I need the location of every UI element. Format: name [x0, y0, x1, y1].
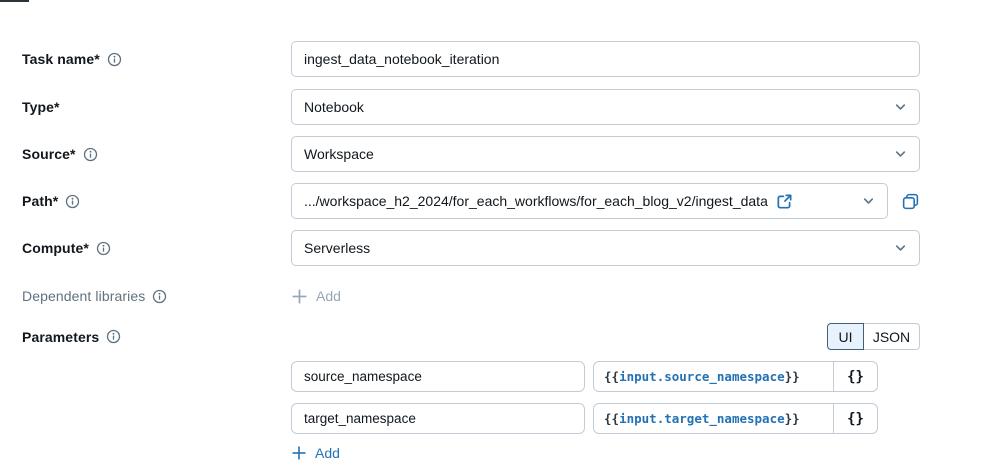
chevron-down-icon — [894, 101, 907, 114]
parameter-value-group: {{input.target_namespace}} {} — [593, 403, 878, 434]
compute-label: Compute* — [22, 240, 89, 256]
task-name-row: Task name* ingest_data_notebook_iteratio… — [0, 41, 999, 77]
parameter-row: source_namespace {{input.source_namespac… — [0, 361, 999, 392]
parameter-row: target_namespace {{input.target_namespac… — [0, 403, 999, 434]
parameters-view-toggle: UI JSON — [827, 323, 920, 350]
template-close-brace: }} — [784, 369, 800, 384]
chevron-down-icon — [894, 242, 907, 255]
add-parameter-label: Add — [315, 445, 340, 461]
parameters-label: Parameters — [22, 328, 100, 345]
insert-variable-button[interactable]: {} — [833, 362, 877, 391]
parameter-key-input[interactable]: target_namespace — [291, 403, 585, 434]
template-variable: input.source_namespace — [619, 369, 785, 384]
type-row: Type* Notebook — [0, 89, 999, 125]
type-label: Type* — [22, 99, 60, 115]
template-open-brace: {{ — [604, 411, 620, 426]
parameter-value-input[interactable]: {{input.source_namespace}} — [594, 362, 833, 391]
task-name-input[interactable]: ingest_data_notebook_iteration — [291, 41, 920, 77]
plus-icon — [291, 288, 308, 305]
parameter-key-input[interactable]: source_namespace — [291, 361, 585, 392]
type-select[interactable]: Notebook — [291, 89, 920, 125]
external-link-icon[interactable] — [776, 193, 793, 210]
add-parameter-button[interactable]: Add — [291, 445, 340, 461]
info-icon[interactable] — [107, 52, 122, 67]
path-select-value: .../workspace_h2_2024/for_each_workflows… — [304, 193, 768, 209]
info-icon[interactable] — [152, 289, 167, 304]
source-select-value: Workspace — [304, 146, 374, 162]
dependent-libraries-row: Dependent libraries Add — [0, 281, 999, 311]
compute-select[interactable]: Serverless — [291, 230, 920, 266]
path-label: Path* — [22, 193, 59, 209]
path-row: Path* .../workspace_h2_2024/for_each_wor… — [0, 183, 999, 219]
info-icon[interactable] — [106, 329, 121, 344]
type-select-value: Notebook — [304, 99, 364, 115]
chevron-down-icon — [862, 195, 875, 208]
path-select[interactable]: .../workspace_h2_2024/for_each_workflows… — [291, 183, 888, 219]
source-label: Source* — [22, 146, 76, 162]
info-icon[interactable] — [96, 241, 111, 256]
task-name-label: Task name* — [22, 51, 100, 67]
parameter-value-group: {{input.source_namespace}} {} — [593, 361, 878, 392]
info-icon[interactable] — [65, 194, 80, 209]
source-select[interactable]: Workspace — [291, 136, 920, 172]
template-close-brace: }} — [784, 411, 800, 426]
dependent-libraries-label: Dependent libraries — [22, 288, 146, 304]
chevron-down-icon — [894, 148, 907, 161]
insert-variable-button[interactable]: {} — [833, 404, 877, 433]
plus-icon — [291, 445, 307, 461]
parameters-header-row: Parameters UI JSON — [0, 323, 999, 350]
source-row: Source* Workspace — [0, 136, 999, 172]
top-edge-divider — [0, 0, 29, 2]
toggle-ui[interactable]: UI — [827, 323, 864, 350]
copy-icon[interactable] — [901, 192, 920, 211]
parameter-value-input[interactable]: {{input.target_namespace}} — [594, 404, 833, 433]
template-variable: input.target_namespace — [619, 411, 785, 426]
add-dependent-library-label: Add — [316, 288, 341, 304]
toggle-json[interactable]: JSON — [864, 323, 920, 350]
compute-row: Compute* Serverless — [0, 230, 999, 266]
compute-select-value: Serverless — [304, 240, 371, 256]
add-dependent-library-button[interactable]: Add — [291, 288, 341, 305]
info-icon[interactable] — [83, 147, 98, 162]
template-open-brace: {{ — [604, 369, 620, 384]
add-parameter-row: Add — [0, 441, 999, 465]
